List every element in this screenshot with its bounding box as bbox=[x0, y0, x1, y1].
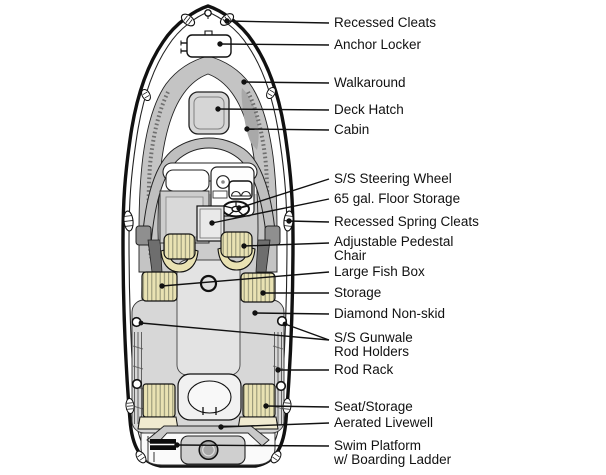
leader-cabin bbox=[244, 126, 330, 132]
label-cabin: Cabin bbox=[334, 122, 370, 137]
leader-deck-hatch bbox=[215, 106, 330, 112]
hull-fitting bbox=[125, 398, 135, 414]
recessed-cleat-left bbox=[180, 13, 196, 27]
label-spring-cleats: Recessed Spring Cleats bbox=[334, 214, 479, 229]
leader-rod-rack bbox=[275, 367, 329, 373]
switch-panel bbox=[212, 190, 228, 199]
label-walkaround: Walkaround bbox=[334, 75, 406, 90]
label-rod-rack: Rod Rack bbox=[334, 362, 394, 377]
rod-holder-ring bbox=[275, 380, 287, 392]
hull-fitting bbox=[141, 88, 151, 102]
gauge-left bbox=[230, 190, 242, 197]
rod-rack-left bbox=[132, 332, 144, 424]
label-recessed-cleats: Recessed Cleats bbox=[334, 15, 437, 30]
leader-rod-holders bbox=[138, 320, 330, 341]
floor-storage-hatch bbox=[196, 205, 225, 242]
hull-fitting bbox=[270, 450, 282, 464]
cabin-side-shading bbox=[241, 88, 259, 150]
leader-steering-wheel bbox=[236, 178, 330, 211]
label-seat-storage: Seat/Storage bbox=[334, 399, 413, 414]
anchor-locker bbox=[180, 30, 232, 58]
leader-swim-platform bbox=[174, 442, 330, 448]
deck-hatch bbox=[188, 91, 230, 135]
stern-seat-left bbox=[137, 383, 179, 430]
fish-box-right bbox=[240, 272, 276, 303]
leader-seat-storage bbox=[263, 403, 330, 409]
leader-anchor-locker bbox=[217, 41, 330, 47]
leader-non-skid bbox=[252, 310, 330, 316]
gauge-right bbox=[240, 190, 252, 197]
leader-livewell bbox=[218, 422, 330, 430]
pedestal-chair-right bbox=[217, 231, 256, 271]
leader-recessed-cleats bbox=[224, 18, 330, 24]
label-deck-hatch: Deck Hatch bbox=[334, 102, 404, 117]
bow-light bbox=[204, 9, 212, 19]
leader-walkaround bbox=[241, 79, 330, 85]
walkaround-deck bbox=[138, 55, 278, 273]
stern-seat-right bbox=[237, 383, 279, 430]
leader-storage bbox=[260, 290, 329, 296]
boarding-ladder bbox=[147, 436, 176, 462]
hull-fitting bbox=[266, 86, 276, 100]
swim-platform bbox=[180, 435, 246, 465]
label-livewell: Aerated Livewell bbox=[334, 415, 434, 430]
leader-pedestal-chair bbox=[241, 242, 330, 249]
livewell bbox=[177, 373, 242, 421]
label-anchor-locker: Anchor Locker bbox=[334, 37, 422, 52]
pillar-step-right bbox=[255, 239, 271, 273]
label-floor-storage: 65 gal. Floor Storage bbox=[334, 191, 461, 206]
rod-holder-ring bbox=[131, 378, 143, 390]
companion-seat bbox=[165, 169, 210, 192]
deck-pedestal-ring bbox=[199, 274, 218, 293]
pedestal-chair-left bbox=[160, 233, 199, 273]
hull-fitting bbox=[135, 450, 147, 464]
leader-spring-cleats bbox=[286, 218, 330, 224]
label-steering-wheel: S/S Steering Wheel bbox=[334, 171, 452, 186]
label-non-skid: Diamond Non-skid bbox=[334, 306, 446, 321]
leader-fish-box bbox=[159, 271, 330, 289]
leader-floor-storage bbox=[209, 198, 330, 226]
spring-cleat-left bbox=[123, 210, 134, 232]
label-fish-box: Large Fish Box bbox=[334, 264, 425, 279]
label-storage: Storage bbox=[334, 285, 382, 300]
windshield-base-left bbox=[135, 225, 152, 246]
